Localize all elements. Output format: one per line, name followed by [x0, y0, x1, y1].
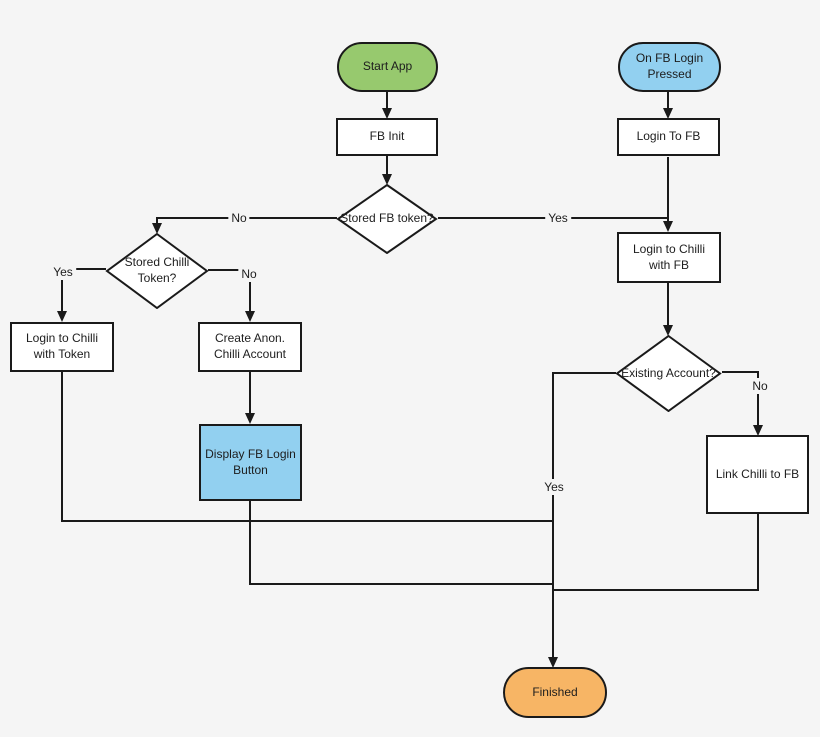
edge-storedchilli-no-horizontal	[208, 269, 250, 271]
edge-logintofb-to-loginchilliwithfb	[667, 157, 669, 223]
arrowhead-down-icon	[548, 657, 558, 668]
node-login-to-fb-label: Login To FB	[636, 129, 701, 144]
edge-startapp-to-fbinit	[386, 92, 388, 109]
edge-existing-yes-to-finished	[552, 372, 554, 658]
edge-loginchillitoken-down	[61, 372, 63, 522]
node-finished: Finished	[503, 667, 607, 718]
node-start-app-label: Start App	[362, 59, 413, 74]
arrowhead-down-icon	[245, 311, 255, 322]
node-stored-chilli-token-label: Stored Chilli Token?	[124, 255, 190, 285]
edge-loginchillitoken-to-merge	[61, 520, 554, 522]
diamond-shape	[336, 184, 438, 254]
edge-existing-yes-horizontal	[552, 372, 616, 374]
node-existing-account-label: Existing Account?	[621, 365, 716, 380]
arrowhead-down-icon	[382, 174, 392, 185]
edge-linkchilli-down	[757, 514, 759, 591]
arrowhead-down-icon	[663, 325, 673, 336]
node-fb-init: FB Init	[336, 118, 438, 156]
edge-storedchilli-no-vertical	[249, 269, 251, 313]
node-login-to-chilli-with-fb: Login to Chilli with FB	[617, 232, 721, 283]
node-display-fb-login-button: Display FB Login Button	[199, 424, 302, 501]
edge-existing-no-vertical	[757, 371, 759, 426]
edge-label-stored-fb-token-no: No	[228, 210, 250, 226]
node-on-fb-login-pressed: On FB Login Pressed	[618, 42, 721, 92]
edge-label-existing-account-no: No	[749, 378, 771, 394]
node-login-to-chilli-with-token: Login to Chilli with Token	[10, 322, 114, 372]
node-login-to-fb: Login To FB	[617, 118, 720, 156]
edge-label-existing-account-yes: Yes	[541, 479, 567, 495]
arrowhead-down-icon	[245, 413, 255, 424]
arrowhead-down-icon	[663, 221, 673, 232]
edge-linkchilli-to-merge	[552, 589, 759, 591]
edge-label-stored-fb-token-yes: Yes	[545, 210, 571, 226]
node-login-to-chilli-with-fb-label: Login to Chilli with FB	[632, 241, 706, 272]
edge-loginchillifb-to-existingaccount	[667, 283, 669, 326]
edge-fbinit-to-storedfbtoken	[386, 156, 388, 175]
edge-createanon-to-displayfb	[249, 372, 251, 414]
node-stored-chilli-token: Stored Chilli Token?	[105, 233, 209, 309]
node-stored-fb-token: Stored FB token?	[336, 184, 438, 254]
edge-onfblogin-to-logintofb	[667, 92, 669, 109]
node-create-anon-chilli-account: Create Anon. Chilli Account	[198, 322, 302, 372]
edge-label-stored-chilli-no: No	[238, 266, 260, 282]
node-existing-account: Existing Account?	[615, 335, 722, 412]
node-display-fb-login-button-label: Display FB Login Button	[205, 446, 296, 477]
edge-existing-no-horizontal	[722, 371, 758, 373]
arrowhead-down-icon	[753, 425, 763, 436]
arrowhead-down-icon	[382, 108, 392, 119]
edge-storedfbtoken-no-vertical	[156, 217, 158, 224]
node-create-anon-chilli-account-label: Create Anon. Chilli Account	[213, 331, 287, 361]
edge-storedchilli-yes-horizontal	[61, 268, 106, 270]
node-login-to-chilli-with-token-label: Login to Chilli with Token	[25, 331, 99, 361]
node-finished-label: Finished	[532, 684, 578, 699]
node-fb-init-label: FB Init	[369, 129, 405, 144]
node-on-fb-login-pressed-label: On FB Login Pressed	[635, 51, 704, 81]
edge-label-stored-chilli-yes: Yes	[50, 264, 76, 280]
edge-displayfb-to-merge	[249, 583, 554, 585]
node-link-chilli-to-fb: Link Chilli to FB	[706, 435, 809, 514]
diamond-shape	[615, 335, 722, 412]
edge-storedchilli-yes-vertical	[61, 268, 63, 313]
arrowhead-down-icon	[663, 108, 673, 119]
arrowhead-down-icon	[152, 223, 162, 234]
node-start-app: Start App	[337, 42, 438, 92]
diamond-shape	[105, 233, 209, 309]
edge-displayfb-down	[249, 501, 251, 584]
node-stored-fb-token-label: Stored FB token?	[340, 211, 434, 226]
arrowhead-down-icon	[57, 311, 67, 322]
node-link-chilli-to-fb-label: Link Chilli to FB	[715, 466, 800, 481]
